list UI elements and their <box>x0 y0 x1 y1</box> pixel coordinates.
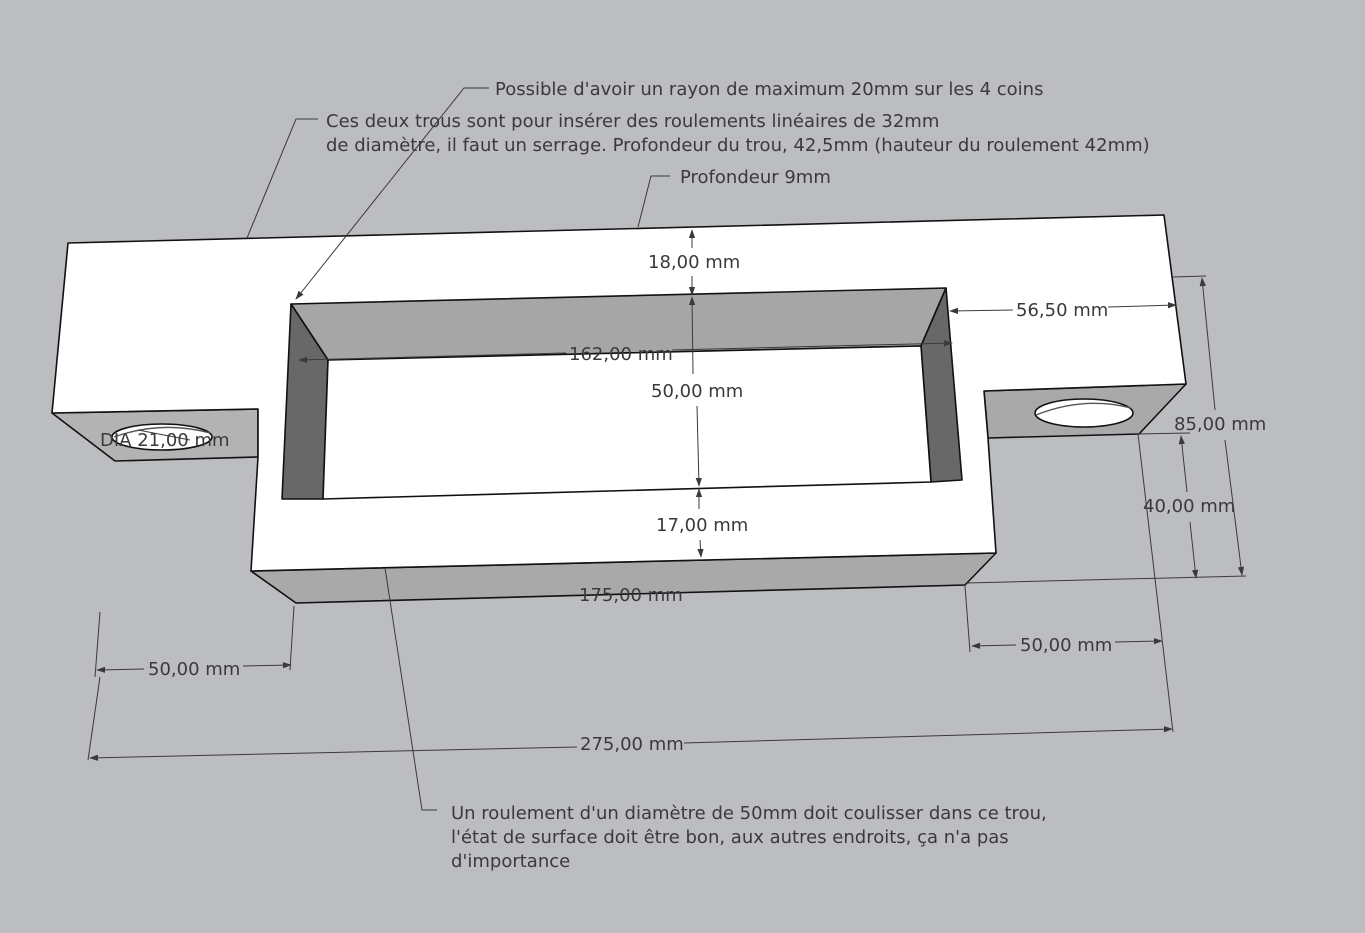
dimension-labels: 18,00 mm 162,00 mm 50,00 mm 17,00 mm 56,… <box>100 252 1266 755</box>
dim-total-width: 85,00 mm <box>1174 414 1266 435</box>
annotations: Possible d'avoir un rayon de maximum 20m… <box>326 79 1150 872</box>
dim-slot-width: 50,00 mm <box>651 381 743 402</box>
dim-top-wall: 18,00 mm <box>648 252 740 273</box>
note-bearing-line3: d'importance <box>451 851 570 872</box>
slot-pocket <box>281 287 963 500</box>
dim-hole-diameter: DIA 21,00 mm <box>100 430 230 451</box>
dim-tab-width: 40,00 mm <box>1143 496 1235 517</box>
dim-right-offset: 56,50 mm <box>1016 300 1108 321</box>
slot-floor <box>322 345 932 500</box>
note-radius: Possible d'avoir un rayon de maximum 20m… <box>495 79 1043 100</box>
note-bearing-line2: l'état de surface doit être bon, aux aut… <box>451 827 1009 848</box>
dim-right-tab: 50,00 mm <box>1020 635 1112 656</box>
leader-lines <box>246 87 670 811</box>
dim-slot-length: 162,00 mm <box>569 344 673 365</box>
dim-bottom-wall: 17,00 mm <box>656 515 748 536</box>
note-holes-line1: Ces deux trous sont pour insérer des rou… <box>326 111 939 132</box>
dimension-lines <box>87 229 1247 761</box>
dim-body-length: 175,00 mm <box>579 585 683 606</box>
note-holes-line2: de diamètre, il faut un serrage. Profond… <box>326 135 1150 156</box>
note-depth: Profondeur 9mm <box>680 167 831 188</box>
part-model <box>51 214 1187 604</box>
dim-left-tab: 50,00 mm <box>148 659 240 680</box>
right-hole <box>1034 398 1134 428</box>
note-bearing-line1: Un roulement d'un diamètre de 50mm doit … <box>451 803 1047 824</box>
dim-total-length: 275,00 mm <box>580 734 684 755</box>
